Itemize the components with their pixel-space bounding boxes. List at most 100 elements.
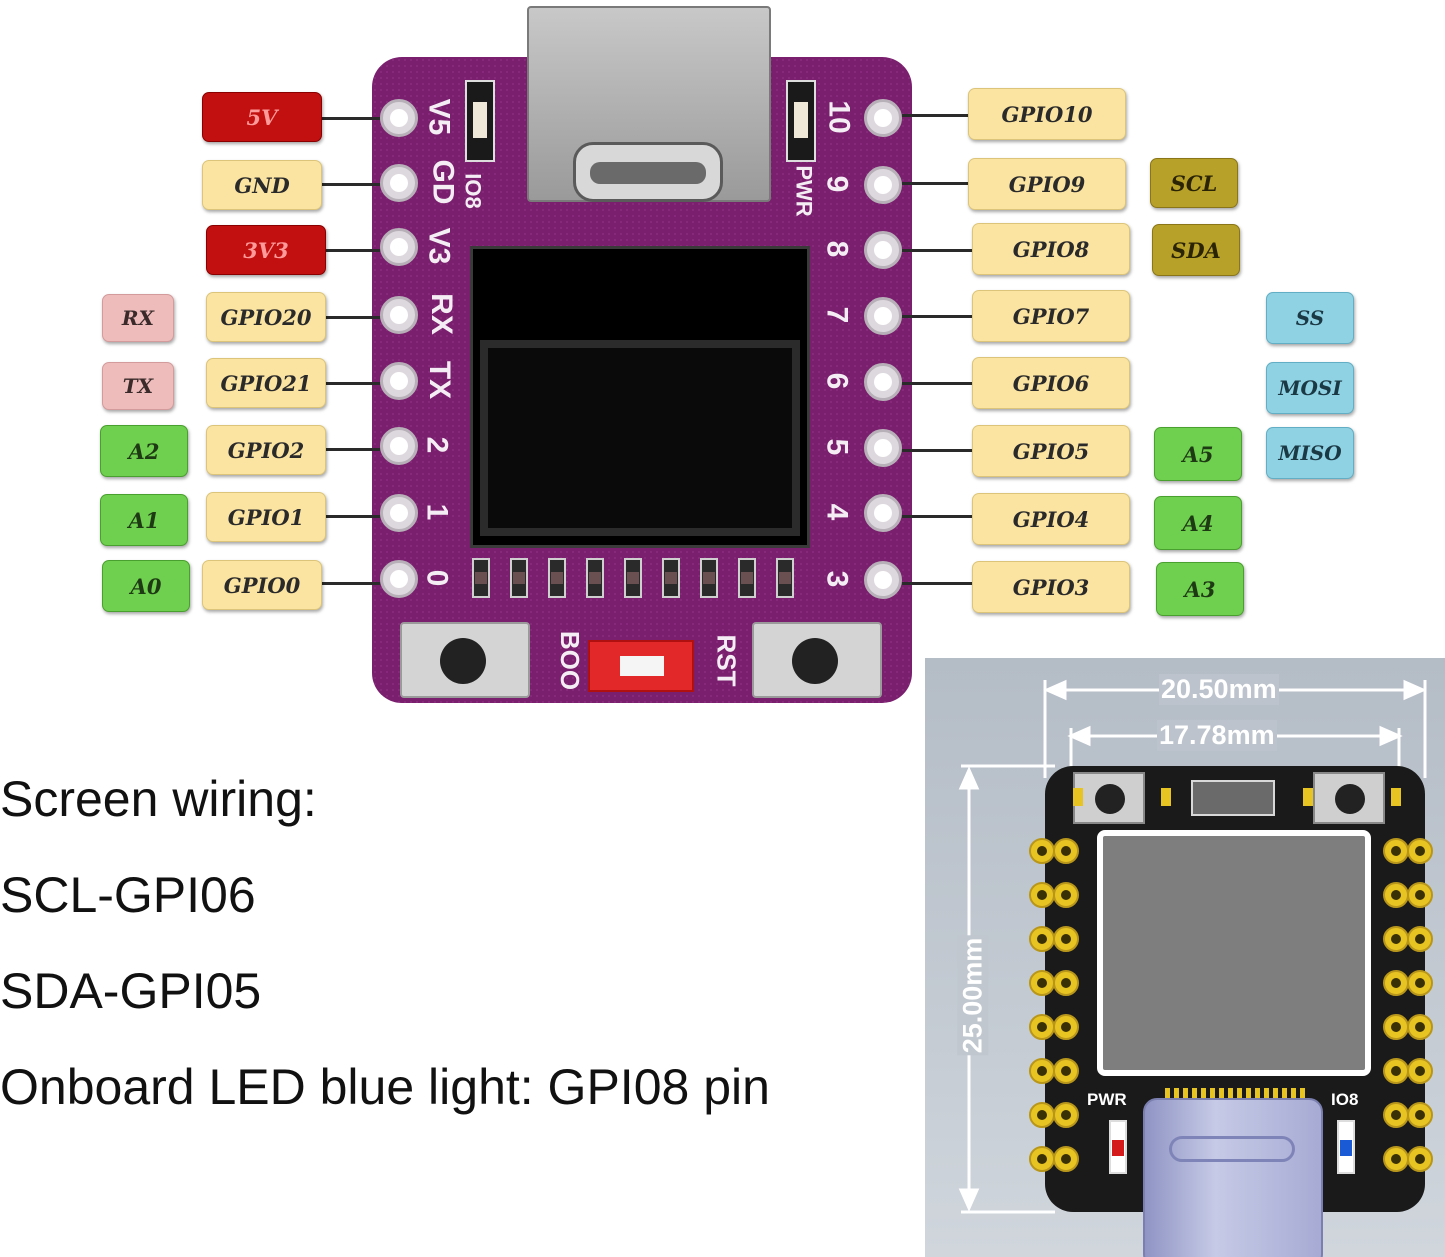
- silk-left-1: 1: [420, 503, 454, 521]
- silk-rst: RST: [711, 634, 742, 687]
- silk-left-0: 0: [420, 569, 454, 587]
- dim-right-pad: [1383, 926, 1443, 952]
- tag-sda: SDA: [1152, 224, 1240, 276]
- tag-gpio20: GPIO20: [206, 292, 326, 342]
- wire-gpio8: [902, 249, 972, 252]
- dim-pwr-label: PWR: [1087, 1090, 1127, 1109]
- pin-right-4: [864, 494, 902, 532]
- tag-gpio8: GPIO8: [972, 223, 1130, 275]
- silk-left-gd: GD: [426, 159, 460, 205]
- dim-screen: [1097, 830, 1371, 1076]
- pin-left-tx: [380, 362, 418, 400]
- dim-io8-label: IO8: [1331, 1090, 1359, 1109]
- dim-left-pad: [1029, 882, 1089, 908]
- tag-gnd: GND: [202, 160, 322, 210]
- tag-rx: RX: [102, 294, 174, 342]
- tag-gpio5: GPIO5: [972, 425, 1130, 477]
- dim-left-pad: [1029, 1058, 1089, 1084]
- boot-switch[interactable]: [588, 640, 694, 692]
- silk-pwr: PWR: [791, 165, 817, 217]
- dim-right-pad: [1383, 1146, 1443, 1172]
- boot-button[interactable]: [400, 622, 530, 698]
- silk-right-9: 9: [820, 175, 854, 193]
- tag-mosi: MOSI: [1266, 362, 1354, 414]
- silk-io8: IO8: [460, 173, 486, 209]
- tag-gpio9: GPIO9: [968, 158, 1126, 210]
- led-pwr: [786, 80, 816, 162]
- dim-pad: [1073, 788, 1083, 806]
- dimension-drawing: 20.50mm 17.78mm 25.00mm PWR IO8: [925, 658, 1445, 1257]
- tag-gpio4: GPIO4: [972, 493, 1130, 545]
- silk-left-v3: V3: [422, 227, 456, 265]
- pinout-diagram: IO8 PWR BOO RST V5 GD V3 RX TX 2 1 0: [100, 6, 1354, 703]
- pin-left-0: [380, 560, 418, 598]
- dim-left-pad: [1029, 970, 1089, 996]
- dim-boot-button: [1073, 772, 1145, 824]
- silk-right-7: 7: [820, 306, 854, 324]
- oled-screen: [480, 340, 800, 536]
- dim-rst-button: [1313, 772, 1385, 824]
- caption-screen-wiring: Screen wiring:: [0, 771, 317, 827]
- pin-left-gd: [380, 164, 418, 202]
- wire-gpio10: [902, 114, 968, 117]
- dim-right-pad: [1383, 970, 1443, 996]
- dim-pin-spacing: 17.78mm: [1157, 720, 1277, 751]
- dim-left-pad: [1029, 1014, 1089, 1040]
- pin-right-7: [864, 297, 902, 335]
- tag-gpio3: GPIO3: [972, 561, 1130, 613]
- dim-height: 25.00mm: [957, 935, 989, 1056]
- pin-left-1: [380, 494, 418, 532]
- tag-a4: A4: [1154, 496, 1242, 550]
- silk-right-4: 4: [820, 503, 854, 521]
- dim-right-pad: [1383, 838, 1443, 864]
- pin-right-6: [864, 363, 902, 401]
- dim-right-pad: [1383, 1102, 1443, 1128]
- silk-right-8: 8: [820, 240, 854, 258]
- tag-scl: SCL: [1150, 158, 1238, 208]
- wire-gnd: [322, 183, 380, 186]
- tag-3v3: 3V3: [206, 225, 326, 275]
- caption-scl: SCL-GPI06: [0, 867, 256, 923]
- tag-miso: MISO: [1266, 427, 1354, 479]
- dim-usb-c: [1143, 1098, 1323, 1257]
- dim-left-pad: [1029, 926, 1089, 952]
- silk-right-10: 10: [822, 100, 856, 134]
- wire-gpio21: [326, 382, 380, 385]
- tag-ss: SS: [1266, 292, 1354, 344]
- dim-io8-led: [1337, 1120, 1355, 1174]
- wire-gpio0: [322, 582, 380, 585]
- tag-gpio6: GPIO6: [972, 357, 1130, 409]
- wire-3v3: [326, 249, 380, 252]
- silk-boot: BOO: [555, 630, 586, 691]
- caption-led: Onboard LED blue light: GPI08 pin: [0, 1059, 770, 1115]
- tag-5v: 5V: [202, 92, 322, 142]
- pin-right-5: [864, 429, 902, 467]
- dim-right-pad: [1383, 1014, 1443, 1040]
- pin-right-9: [864, 166, 902, 204]
- dim-pwr-led: [1109, 1120, 1127, 1174]
- wire-gpio5: [902, 449, 972, 452]
- usb-c-port-slot: [590, 162, 706, 184]
- dim-pad: [1391, 788, 1401, 806]
- tag-a1: A1: [100, 494, 188, 546]
- dim-outer-width: 20.50mm: [1159, 674, 1279, 705]
- tag-gpio1: GPIO1: [206, 492, 326, 542]
- dim-right-pad: [1383, 882, 1443, 908]
- silk-right-3: 3: [820, 570, 854, 588]
- tag-a3: A3: [1156, 562, 1244, 616]
- tag-gpio21: GPIO21: [206, 358, 326, 408]
- silk-left-rx: RX: [424, 293, 458, 335]
- dim-switch: [1191, 780, 1275, 816]
- tag-gpio10: GPIO10: [968, 88, 1126, 140]
- led-io8: [465, 80, 495, 162]
- rst-button[interactable]: [752, 622, 882, 698]
- pin-right-10: [864, 99, 902, 137]
- dim-pad: [1161, 788, 1171, 806]
- wire-gpio20: [326, 316, 380, 319]
- silk-right-5: 5: [820, 438, 854, 456]
- dim-left-pad: [1029, 838, 1089, 864]
- wire-gpio7: [902, 315, 972, 318]
- wire-gpio1: [326, 515, 380, 518]
- wire-gpio4: [902, 515, 972, 518]
- pin-left-v5: [380, 99, 418, 137]
